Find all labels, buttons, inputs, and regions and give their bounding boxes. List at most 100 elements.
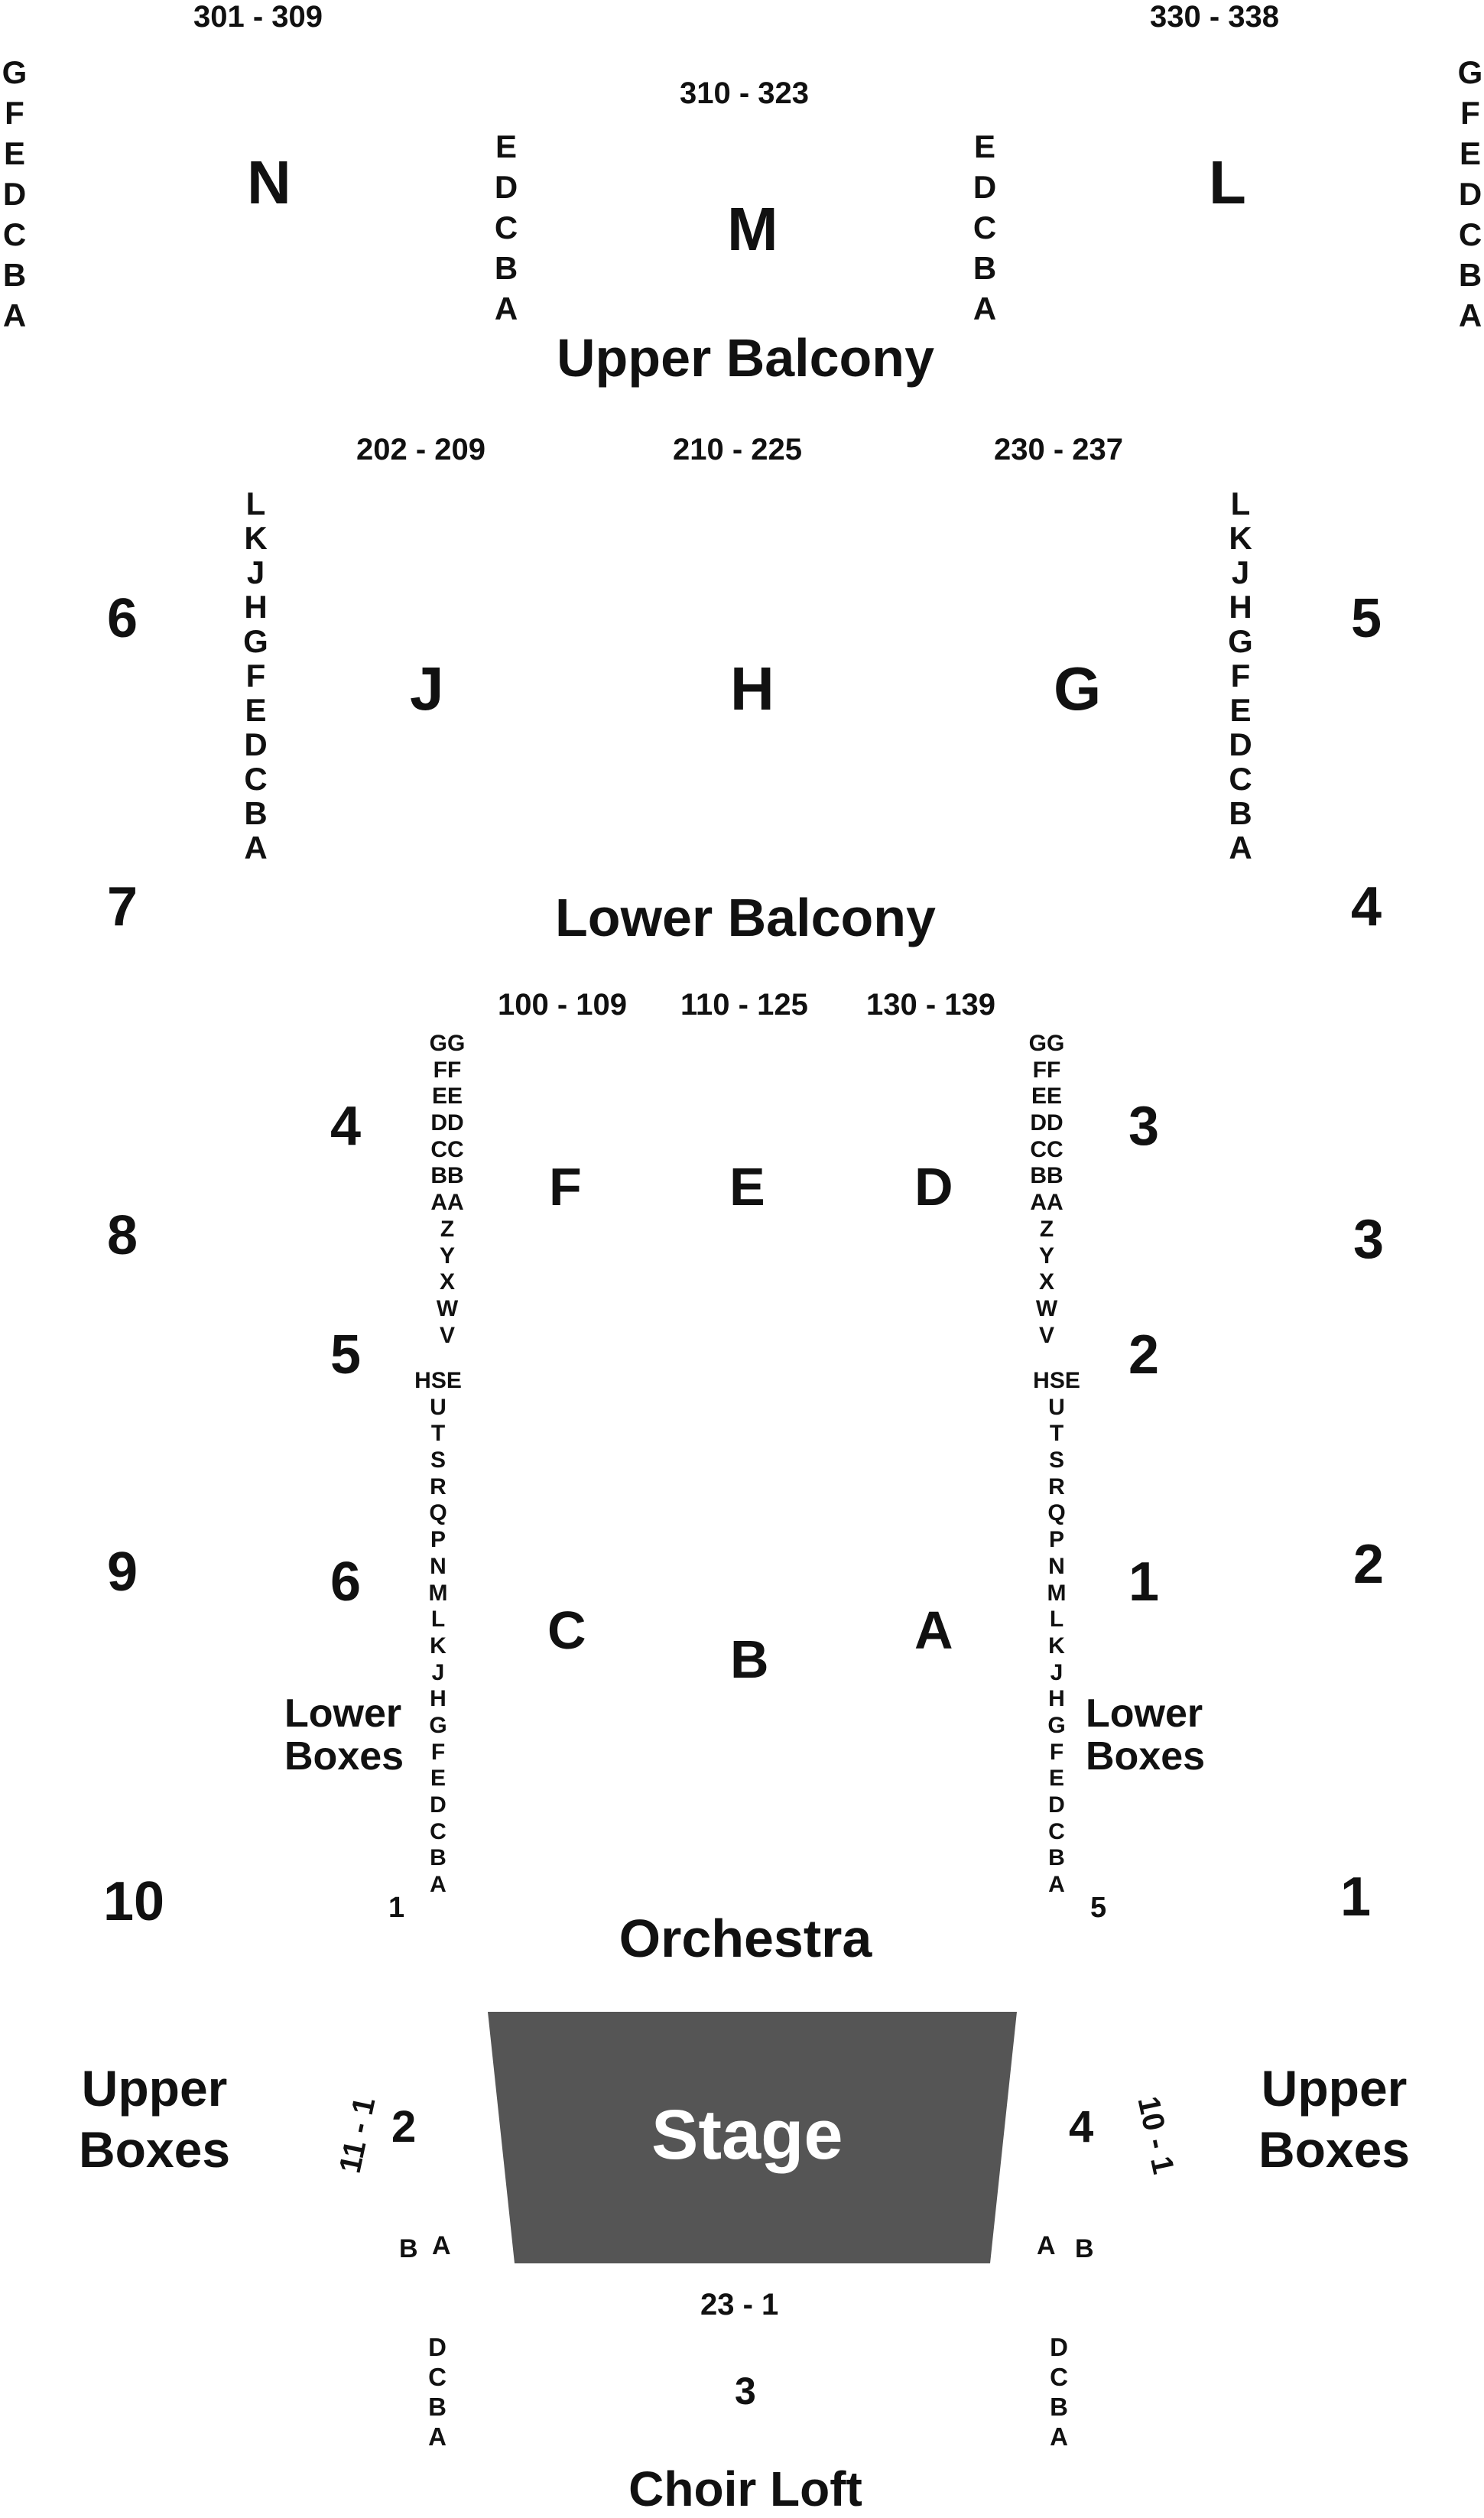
row-label: GG xyxy=(1028,1031,1065,1056)
row-label: DD xyxy=(1030,1110,1063,1136)
upper-left-seat-range: 301 - 309 xyxy=(193,0,323,34)
section-b[interactable]: B xyxy=(730,1629,769,1689)
lower-boxes-left-label: Lower Boxes xyxy=(284,1692,404,1778)
stage-left-row-a: A xyxy=(432,2231,451,2260)
section-m[interactable]: M xyxy=(727,195,778,263)
row-label: K xyxy=(1229,520,1252,556)
orchestra-left-lower-rows: HSE U T S R Q P N M L K J H G F E D C B … xyxy=(401,1368,475,1899)
upper-right-outer-rows: G F E D C B A xyxy=(1456,52,1484,336)
row-label: AA xyxy=(1030,1190,1063,1216)
row-label: E xyxy=(430,1766,446,1792)
orchestra-title: Orchestra xyxy=(619,1909,872,1968)
upper-left-outer-rows: G F E D C B A xyxy=(0,52,29,336)
lower-box-6[interactable]: 6 xyxy=(330,1551,362,1613)
section-g[interactable]: G xyxy=(1054,655,1102,723)
upper-box-2[interactable]: 2 xyxy=(391,2102,417,2152)
row-label: A xyxy=(1050,2422,1068,2451)
row-label: T xyxy=(1049,1421,1064,1447)
row-label: P xyxy=(1048,1527,1064,1553)
lower-box-1-right[interactable]: 1 xyxy=(1128,1551,1160,1613)
section-f[interactable]: F xyxy=(549,1157,582,1217)
lower-boxes-right-label: Lower Boxes xyxy=(1086,1692,1205,1778)
outer-box-8[interactable]: 8 xyxy=(107,1205,138,1266)
outer-box-10[interactable]: 10 xyxy=(103,1871,165,1932)
lower-balcony-center-range: 210 - 225 xyxy=(673,433,803,466)
row-label: B xyxy=(973,250,997,286)
lower-box-5-right[interactable]: 5 xyxy=(1090,1892,1107,1924)
row-label: B xyxy=(1229,795,1252,831)
upper-box-4[interactable]: 4 xyxy=(1069,2102,1094,2152)
row-label: A xyxy=(1229,830,1252,866)
box-4-lb[interactable]: 4 xyxy=(1351,876,1382,937)
label-line: Lower xyxy=(1086,1691,1203,1736)
row-label: L xyxy=(430,1607,446,1633)
row-label: B xyxy=(1458,257,1482,293)
row-label: Z xyxy=(1039,1216,1054,1242)
stage-shape[interactable] xyxy=(488,2012,1017,2263)
row-label: A xyxy=(1458,297,1482,333)
row-label: A xyxy=(494,291,518,327)
choir-loft-title: Choir Loft xyxy=(628,2461,862,2516)
row-label: D xyxy=(2,176,27,212)
lower-box-3[interactable]: 3 xyxy=(1128,1096,1160,1157)
box-6[interactable]: 6 xyxy=(107,588,138,649)
row-label: F xyxy=(5,95,24,131)
section-n[interactable]: N xyxy=(247,148,291,216)
row-label: A xyxy=(244,830,268,866)
row-label: D xyxy=(244,726,268,762)
lower-box-4[interactable]: 4 xyxy=(330,1096,362,1157)
section-e[interactable]: E xyxy=(729,1157,765,1217)
row-label: Q xyxy=(1047,1500,1066,1526)
section-j[interactable]: J xyxy=(410,655,444,723)
section-d[interactable]: D xyxy=(914,1157,953,1217)
outer-box-3[interactable]: 3 xyxy=(1353,1209,1385,1270)
lower-balcony-left-range: 202 - 209 xyxy=(356,433,486,466)
box-7[interactable]: 7 xyxy=(107,876,138,937)
row-label: G xyxy=(243,623,268,659)
label-line: Upper xyxy=(1261,2060,1408,2117)
row-label: F xyxy=(430,1739,446,1765)
row-label: E xyxy=(3,135,25,171)
row-label: EE xyxy=(1031,1084,1063,1110)
row-label: E xyxy=(245,692,267,728)
row-label: X xyxy=(439,1269,455,1295)
orchestra-center-range: 110 - 125 xyxy=(680,988,808,1022)
row-label: C xyxy=(1458,216,1482,252)
row-label: D xyxy=(1048,1792,1065,1818)
upper-center-seat-range: 310 - 323 xyxy=(680,76,810,110)
box-5-lb[interactable]: 5 xyxy=(1351,588,1382,649)
row-label: F xyxy=(1230,658,1251,694)
orchestra-left-upper-rows: GG FF EE DD CC BB AA Z Y X W V xyxy=(421,1031,474,1349)
outer-box-2[interactable]: 2 xyxy=(1353,1534,1385,1595)
outer-box-9[interactable]: 9 xyxy=(107,1542,138,1603)
label-line: Boxes xyxy=(1258,2121,1411,2178)
row-label: D xyxy=(973,169,997,205)
row-label: J xyxy=(1050,1659,1063,1685)
choir-section-3[interactable]: 3 xyxy=(735,2370,756,2412)
section-h[interactable]: H xyxy=(730,655,774,723)
outer-box-1[interactable]: 1 xyxy=(1340,1867,1372,1928)
section-a[interactable]: A xyxy=(914,1600,953,1660)
section-c[interactable]: C xyxy=(547,1600,586,1660)
row-label: HSE xyxy=(1033,1368,1080,1393)
lower-box-5[interactable]: 5 xyxy=(330,1324,362,1386)
row-label: J xyxy=(246,554,265,590)
label-line: Upper xyxy=(81,2060,228,2117)
row-label: C xyxy=(244,761,268,797)
row-label: F xyxy=(245,658,266,694)
row-label: M xyxy=(428,1580,448,1606)
lower-box-1[interactable]: 1 xyxy=(388,1892,405,1924)
row-label: FF xyxy=(1032,1057,1061,1083)
row-label: U xyxy=(1048,1394,1065,1420)
lower-box-2[interactable]: 2 xyxy=(1128,1324,1160,1386)
row-label: J xyxy=(431,1659,445,1685)
choir-loft-seat-range: 23 - 1 xyxy=(700,2288,779,2321)
row-label: K xyxy=(244,520,268,556)
section-l[interactable]: L xyxy=(1209,148,1246,216)
row-label: B xyxy=(428,2393,446,2421)
row-label: EE xyxy=(431,1084,463,1110)
row-label: A xyxy=(973,291,997,327)
row-label: GG xyxy=(429,1031,466,1056)
